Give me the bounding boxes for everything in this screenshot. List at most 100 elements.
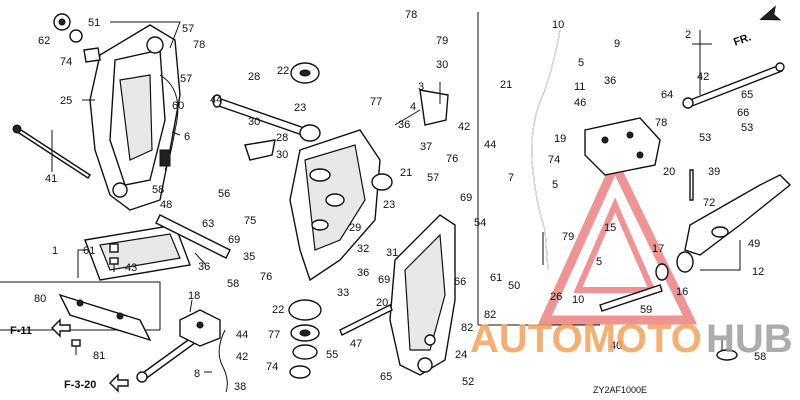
callout-18: 19: [554, 133, 566, 145]
callout-40: 41: [45, 173, 57, 185]
callout-11: 10: [552, 19, 564, 31]
callout-22a: 22: [277, 65, 289, 77]
watermark-text-left: AUTOMOTO: [470, 317, 702, 361]
callout-44a: 44: [236, 329, 248, 341]
callout-9: 9: [614, 38, 620, 50]
callout-4: 4: [410, 101, 416, 113]
plate-1: [84, 224, 191, 281]
callout-46: 46: [574, 97, 586, 109]
tie-rod-2: [682, 62, 785, 109]
washer-59: [716, 349, 738, 361]
ref-label-f11: F-11: [10, 325, 32, 337]
callout-19: 20: [376, 297, 388, 309]
callout-43: 42: [236, 351, 248, 363]
callout-56: 56: [218, 188, 230, 200]
ref-arrow-f11: [51, 318, 71, 338]
callout-33b: 36: [357, 267, 369, 279]
callout-38: 39: [708, 166, 720, 178]
callout-44b: 44: [484, 139, 496, 151]
bolt-38: [689, 169, 694, 201]
callout-63: 61: [490, 272, 502, 284]
callout-8: 8: [194, 368, 200, 380]
callout-79: 79: [562, 231, 574, 243]
ref-arrow-f320: [109, 373, 129, 393]
callout-47: 47: [350, 338, 362, 350]
callout-30b: 31: [386, 247, 398, 259]
callout-29b: 30: [436, 59, 448, 71]
stern-bracket: [389, 214, 456, 376]
nut-51: [53, 13, 83, 43]
arm-3-4: [394, 89, 449, 126]
callout-74d: 76: [446, 153, 458, 165]
callout-71: 74: [548, 154, 560, 166]
leader-lines: [51, 21, 741, 373]
callout-28a: 28: [276, 132, 288, 144]
callout-76: 78: [193, 39, 205, 51]
clip-73: [83, 47, 101, 63]
callout-36a: 36: [398, 119, 410, 131]
callout-60: 59: [640, 304, 652, 316]
callout-53: 53: [741, 122, 753, 134]
callout-67: 65: [380, 371, 392, 383]
callout-5b: 5: [552, 179, 558, 191]
callout-48: 48: [160, 199, 172, 211]
tube-11: [531, 29, 561, 271]
callout-10: 10: [572, 294, 584, 306]
callout-35: 36: [604, 75, 616, 87]
callout-numbers: 51 62 74 25 57 78 57 60 44 6 41 58 48 56…: [34, 9, 766, 393]
callout-43b: 42: [697, 71, 709, 83]
callout-3: 3: [418, 81, 424, 93]
callout-1: 1: [52, 245, 58, 257]
callout-15: 16: [676, 286, 688, 298]
stay-30: [244, 139, 276, 161]
callout-65: 63: [202, 218, 214, 230]
callout-31: 32: [357, 243, 369, 255]
callout-74a: 75: [244, 215, 256, 227]
tube-11-inner: [531, 29, 561, 271]
bolt-39: [599, 284, 663, 312]
callout-69c: 69: [460, 192, 472, 204]
callout-45: 44: [210, 94, 222, 106]
callout-66b: 65: [741, 89, 753, 101]
callout-80: 80: [34, 293, 46, 305]
small-bolts: [71, 243, 119, 355]
block-17: [179, 309, 221, 347]
callout-73: 74: [60, 56, 72, 68]
shaft-34: [155, 214, 231, 259]
callout-27: 28: [248, 71, 260, 83]
bushing-15: [655, 251, 694, 281]
callout-57c: 57: [427, 172, 439, 184]
callout-49: 49: [748, 238, 760, 250]
callout-53b: 53: [699, 132, 711, 144]
callout-34: 36: [198, 261, 210, 273]
callout-55: 55: [326, 349, 338, 361]
callout-41: 42: [458, 121, 470, 133]
callout-25: 25: [60, 95, 72, 107]
callout-62: 61: [83, 245, 95, 257]
swivel-housing: [289, 129, 381, 282]
callout-66c: 66: [737, 107, 749, 119]
callout-24: 24: [455, 349, 467, 361]
callout-23a: 23: [294, 102, 306, 114]
callout-82a: 82: [461, 322, 473, 334]
callout-36b: 37: [420, 141, 432, 153]
cable-connector: [159, 149, 171, 167]
callout-51: 51: [88, 17, 100, 29]
callout-2: 2: [685, 29, 691, 41]
callout-5c: 5: [596, 256, 602, 268]
front-direction-label: FR.: [732, 31, 753, 48]
callout-14: 15: [604, 222, 616, 234]
callout-33a: 35: [243, 251, 255, 263]
bushing-22: [288, 62, 322, 379]
callout-66a: 64: [661, 89, 673, 101]
callout-70: 72: [703, 197, 715, 209]
callout-78b: 79: [436, 35, 448, 47]
callout-30a: 30: [248, 116, 260, 128]
callout-23b: 23: [383, 199, 395, 211]
callout-77: 78: [655, 117, 667, 129]
callout-57b: 57: [180, 73, 192, 85]
callout-39: 40: [610, 340, 622, 352]
callout-54: 54: [474, 217, 486, 229]
callout-21: 21: [500, 79, 512, 91]
